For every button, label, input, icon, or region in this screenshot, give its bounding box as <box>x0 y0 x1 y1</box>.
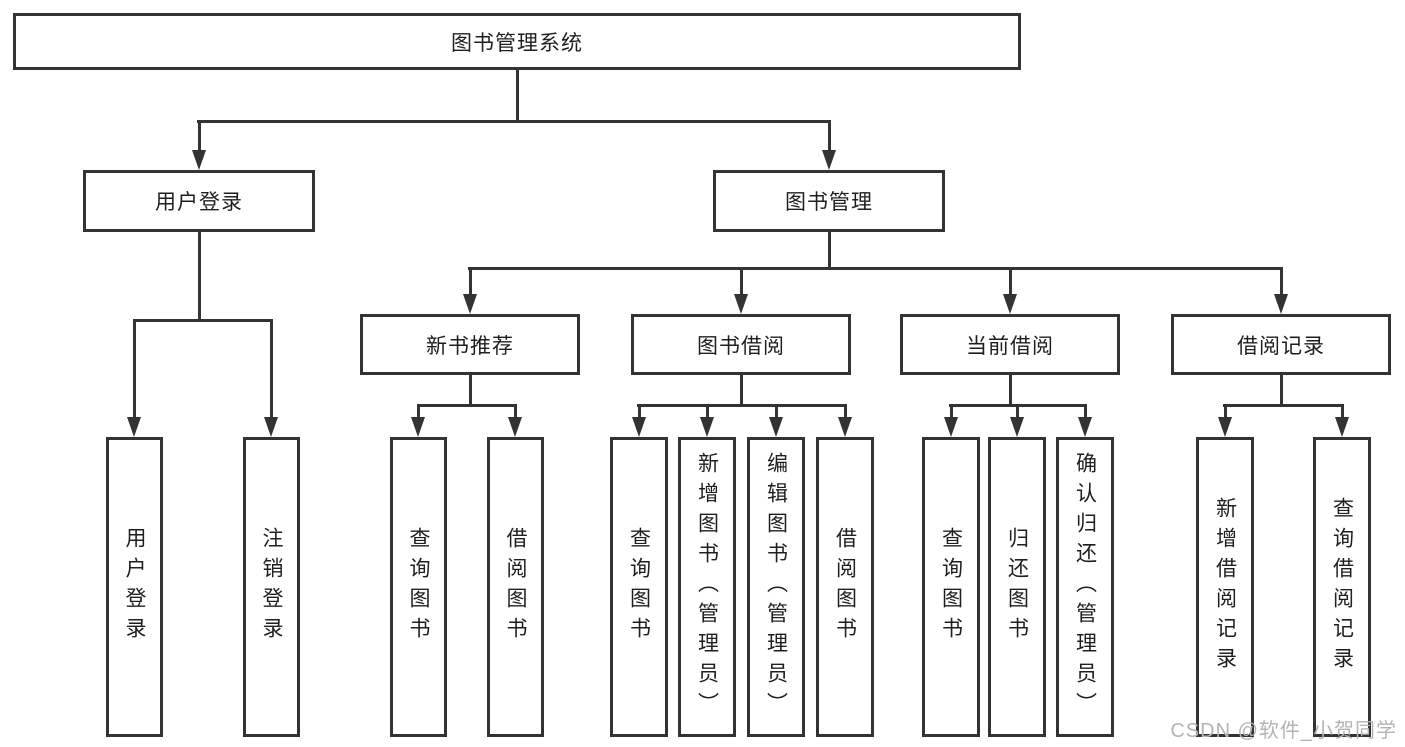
arrow-down-icon <box>264 417 278 437</box>
node-br-add-record: 新增借阅记录 <box>1196 437 1254 737</box>
node-bb-edit-book-label: 编辑图书（管理员） <box>764 452 788 722</box>
node-ul-user-login-label: 用户登录 <box>123 527 146 647</box>
connector-line <box>705 405 709 421</box>
node-book-mgmt: 图书管理 <box>713 170 945 232</box>
connector-line <box>827 232 831 270</box>
node-borrow-record-label: 借阅记录 <box>1237 334 1325 358</box>
node-user-login-label: 用户登录 <box>155 191 243 214</box>
connector-line <box>133 318 273 322</box>
connector-line <box>1279 268 1283 298</box>
node-cb-confirm-return-label: 确认归还（管理员） <box>1073 452 1097 722</box>
arrow-down-icon <box>1218 417 1232 437</box>
connector-line <box>637 405 641 421</box>
node-cb-return-book: 归还图书 <box>988 437 1046 737</box>
node-nb-query-book-label: 查询图书 <box>407 527 430 647</box>
node-ul-logout: 注销登录 <box>243 437 300 737</box>
arrow-down-icon <box>508 417 522 437</box>
connector-line <box>949 403 1087 407</box>
node-bb-query-book-label: 查询图书 <box>627 527 651 647</box>
node-book-borrow: 图书借阅 <box>631 314 851 375</box>
node-nb-query-book: 查询图书 <box>390 437 447 737</box>
connector-line <box>637 403 847 407</box>
node-cb-query-book: 查询图书 <box>922 437 980 737</box>
node-br-query-record: 查询借阅记录 <box>1313 437 1371 737</box>
connector-line <box>269 320 273 420</box>
arrow-down-icon <box>1003 294 1017 314</box>
arrow-down-icon <box>463 294 477 314</box>
node-current-borrow-label: 当前借阅 <box>966 334 1054 358</box>
node-root-label: 图书管理系统 <box>451 31 583 55</box>
connector-line <box>949 405 953 421</box>
arrow-down-icon <box>838 417 852 437</box>
connector-line <box>1008 268 1012 298</box>
watermark-text: CSDN @软件_小贺同学 <box>1170 720 1397 742</box>
arrow-down-icon <box>1010 417 1024 437</box>
connector-line <box>468 375 472 407</box>
connector-line <box>739 375 743 407</box>
connector-line <box>515 70 519 122</box>
connector-line <box>1279 375 1283 407</box>
node-book-mgmt-label: 图书管理 <box>785 191 873 214</box>
connector-line <box>1340 405 1344 421</box>
arrow-down-icon <box>1078 417 1092 437</box>
connector-line <box>1223 405 1227 421</box>
node-cb-confirm-return: 确认归还（管理员） <box>1056 437 1114 737</box>
node-root: 图书管理系统 <box>13 13 1021 70</box>
node-ul-logout-label: 注销登录 <box>260 527 283 647</box>
connector-line <box>1223 403 1344 407</box>
connector-line <box>197 120 201 154</box>
node-user-login: 用户登录 <box>83 170 315 232</box>
arrow-down-icon <box>1274 294 1288 314</box>
node-br-add-record-label: 新增借阅记录 <box>1213 497 1237 677</box>
node-borrow-record: 借阅记录 <box>1171 314 1391 375</box>
node-book-borrow-label: 图书借阅 <box>697 334 785 358</box>
connector-line <box>416 405 420 421</box>
node-bb-add-book-label: 新增图书（管理员） <box>695 452 719 722</box>
connector-line <box>1015 405 1019 421</box>
arrow-down-icon <box>822 150 836 170</box>
node-bb-add-book: 新增图书（管理员） <box>678 437 736 737</box>
node-bb-query-book: 查询图书 <box>610 437 668 737</box>
connector-line <box>774 405 778 421</box>
connector-line <box>132 320 136 420</box>
arrow-down-icon <box>632 417 646 437</box>
node-current-borrow: 当前借阅 <box>900 314 1120 375</box>
node-nb-borrow-book: 借阅图书 <box>487 437 544 737</box>
arrow-down-icon <box>127 417 141 437</box>
node-new-book-recommend: 新书推荐 <box>360 314 580 375</box>
arrow-down-icon <box>944 417 958 437</box>
node-new-book-recommend-label: 新书推荐 <box>426 334 514 358</box>
arrow-down-icon <box>192 150 206 170</box>
connector-line <box>197 119 831 123</box>
node-cb-query-book-label: 查询图书 <box>939 527 963 647</box>
connector-line <box>468 266 1283 270</box>
node-ul-user-login: 用户登录 <box>106 437 163 737</box>
connector-line <box>468 268 472 298</box>
node-bb-borrow-book-label: 借阅图书 <box>833 527 857 647</box>
connector-line <box>1083 405 1087 421</box>
node-bb-edit-book: 编辑图书（管理员） <box>747 437 805 737</box>
arrow-down-icon <box>411 417 425 437</box>
node-cb-return-book-label: 归还图书 <box>1005 527 1029 647</box>
connector-line <box>1008 375 1012 407</box>
connector-line <box>827 120 831 154</box>
connector-line <box>417 403 517 407</box>
node-bb-borrow-book: 借阅图书 <box>816 437 874 737</box>
arrow-down-icon <box>1335 417 1349 437</box>
node-br-query-record-label: 查询借阅记录 <box>1330 497 1354 677</box>
arrow-down-icon <box>700 417 714 437</box>
node-nb-borrow-book-label: 借阅图书 <box>504 527 527 647</box>
connector-line <box>197 232 201 322</box>
connector-line <box>739 268 743 298</box>
arrow-down-icon <box>734 294 748 314</box>
connector-line <box>513 405 517 421</box>
connector-line <box>843 405 847 421</box>
arrow-down-icon <box>769 417 783 437</box>
